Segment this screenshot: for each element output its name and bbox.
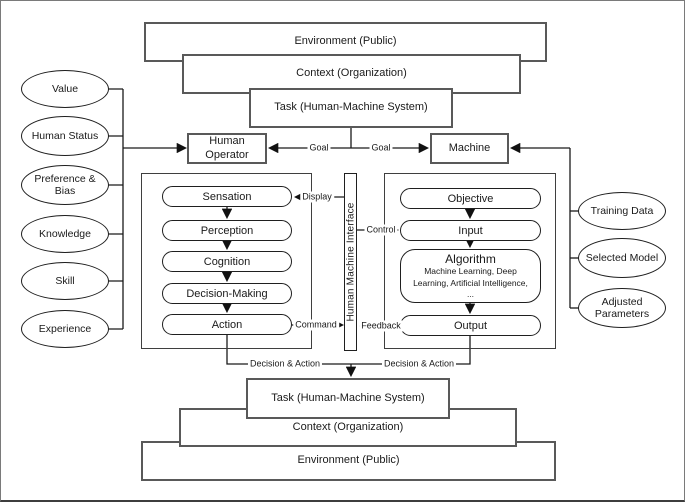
factor-knowledge-label: Knowledge [39, 227, 91, 240]
human-process-container [141, 173, 312, 349]
machine-box: Machine [430, 133, 509, 164]
factor-value-label: Value [51, 82, 79, 95]
context-top-box: Context (Organization) [182, 54, 521, 94]
process-sensation-label: Sensation [202, 190, 252, 203]
control-label: Control [364, 224, 398, 236]
process-algorithm: Algorithm Machine Learning, Deep Learnin… [400, 249, 541, 303]
factor-preference-bias: Preference & Bias [21, 165, 109, 205]
factor-training-data: Training Data [578, 192, 666, 230]
process-output-label: Output [453, 319, 488, 332]
factor-preference-bias-label: Preference & Bias [34, 172, 96, 197]
environment-top-label: Environment (Public) [294, 35, 397, 48]
process-decision-making: Decision-Making [162, 283, 292, 304]
process-decision-making-label: Decision-Making [186, 287, 268, 300]
factor-adjusted-parameters-label: Adjusted Parameters [594, 295, 650, 320]
human-operator-box: Human Operator [187, 133, 267, 164]
feedback-label: Feedback [359, 320, 403, 332]
machine-process-container [384, 173, 556, 349]
machine-label: Machine [448, 141, 491, 154]
command-label: Command [293, 319, 339, 331]
process-sensation: Sensation [162, 186, 292, 207]
process-perception: Perception [162, 220, 292, 241]
task-bottom-label: Task (Human-Machine System) [271, 391, 425, 404]
factor-human-status: Human Status [21, 116, 109, 156]
environment-bottom-label: Environment (Public) [297, 454, 400, 467]
factor-experience-label: Experience [38, 322, 92, 335]
factor-knowledge: Knowledge [21, 215, 109, 253]
decision-action-label-right: Decision & Action [381, 358, 457, 370]
display-label: Display [300, 191, 334, 203]
human-machine-interface-box: Human Machine Interface [344, 173, 357, 351]
factor-skill-label: Skill [55, 274, 75, 287]
process-input-label: Input [458, 224, 483, 237]
factor-adjusted-parameters: Adjusted Parameters [578, 288, 666, 328]
process-input: Input [400, 220, 541, 241]
human-machine-interface-label: Human Machine Interface [345, 202, 356, 322]
factor-value: Value [21, 70, 109, 108]
process-output: Output [400, 315, 541, 336]
factor-selected-model: Selected Model [578, 238, 666, 278]
process-perception-label: Perception [200, 224, 254, 237]
decision-action-label-left: Decision & Action [247, 358, 323, 370]
factor-human-status-label: Human Status [31, 129, 99, 142]
factor-selected-model-label: Selected Model [585, 251, 659, 264]
task-bottom-box: Task (Human-Machine System) [246, 378, 450, 419]
factor-experience: Experience [21, 310, 109, 348]
environment-bottom-box: Environment (Public) [141, 441, 556, 481]
task-top-label: Task (Human-Machine System) [274, 101, 428, 114]
context-top-label: Context (Organization) [296, 67, 407, 80]
task-top-box: Task (Human-Machine System) [249, 88, 453, 128]
goal-label-right: Goal [369, 142, 393, 154]
goal-label-left: Goal [307, 142, 331, 154]
process-action: Action [162, 314, 292, 335]
process-objective: Objective [400, 188, 541, 209]
human-operator-label: Human Operator [205, 134, 249, 161]
context-bottom-label: Context (Organization) [292, 420, 404, 433]
process-cognition: Cognition [162, 251, 292, 272]
factor-skill: Skill [21, 262, 109, 300]
factor-training-data-label: Training Data [590, 204, 654, 217]
process-cognition-label: Cognition [203, 255, 251, 268]
process-algorithm-detail: Machine Learning, Deep Learning, Artific… [413, 266, 528, 300]
process-algorithm-label: Algorithm [445, 252, 496, 266]
process-objective-label: Objective [447, 192, 494, 205]
process-action-label: Action [211, 318, 243, 331]
